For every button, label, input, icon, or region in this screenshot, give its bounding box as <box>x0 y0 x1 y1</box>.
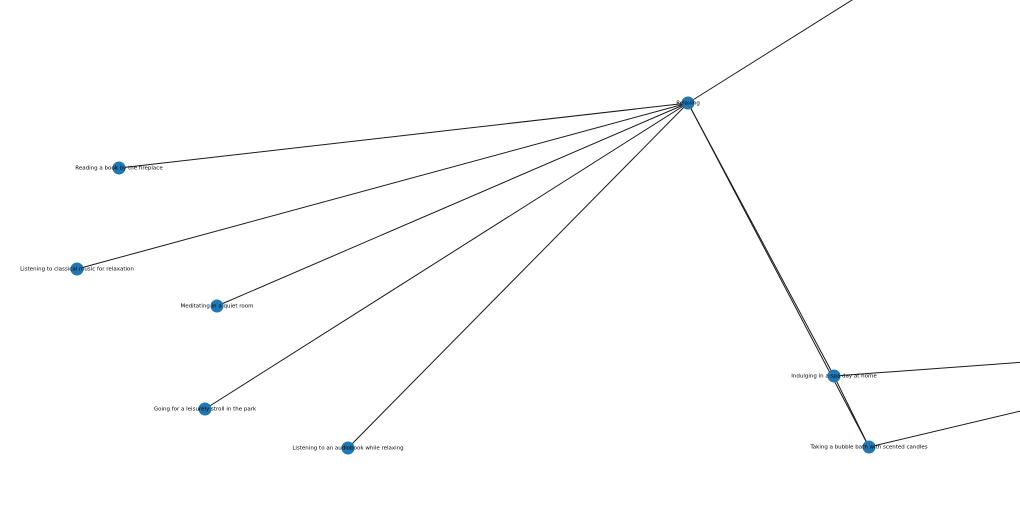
node-relaxing <box>681 96 695 110</box>
node-stroll <box>198 402 212 416</box>
edge-relaxing-stroll <box>204 102 689 410</box>
node-label-bubble: Taking a bubble bath with scented candle… <box>809 445 927 451</box>
node-reading <box>112 161 126 175</box>
edge-bubble-offscreen <box>868 410 1020 448</box>
node-label-spa: Indulging in a spa day at home <box>791 374 877 380</box>
nodes-layer <box>70 96 876 455</box>
node-label-reading: Reading a book by the fireplace <box>75 166 163 172</box>
node-label-classical: Listening to classical music for relaxat… <box>20 267 134 273</box>
node-label-audiobook: Listening to an audiobook while relaxing <box>292 446 403 452</box>
edge-spa-bubble <box>833 375 870 448</box>
node-label-relaxing: Relaxing <box>676 101 700 107</box>
edges-layer <box>76 0 1020 449</box>
edge-relaxing-offscreen <box>687 0 853 104</box>
edge-relaxing-meditating <box>216 102 689 307</box>
node-label-meditating: Meditating in a quiet room <box>181 304 254 310</box>
node-audiobook <box>341 441 355 455</box>
node-label-stroll: Going for a leisurely stroll in the park <box>154 407 257 413</box>
edge-relaxing-reading <box>118 102 689 169</box>
node-classical <box>70 262 84 276</box>
node-meditating <box>210 299 224 313</box>
node-spa <box>827 369 841 383</box>
edge-spa-offscreen <box>833 361 1020 377</box>
edge-relaxing-bubble <box>687 102 870 448</box>
edge-relaxing-classical <box>76 102 689 270</box>
edge-relaxing-audiobook <box>347 102 689 449</box>
node-bubble <box>862 440 876 454</box>
